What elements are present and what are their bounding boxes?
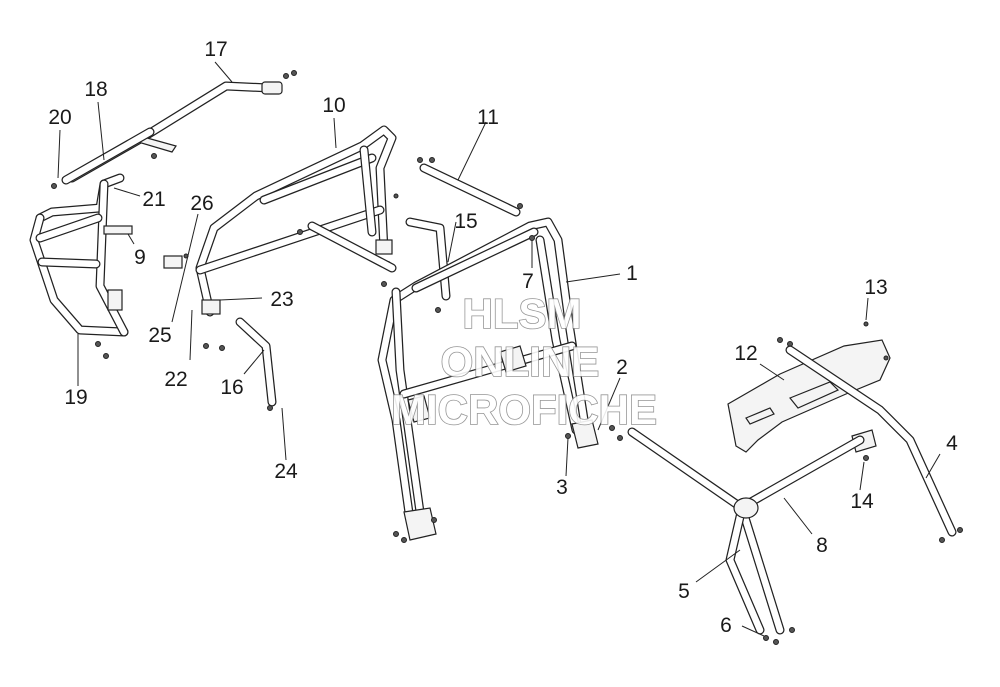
part-16-brace <box>235 317 277 411</box>
watermark: HLSM ONLINE MICROFICHE <box>390 289 658 434</box>
callout-9: 9 <box>134 246 146 269</box>
callout-25: 25 <box>148 324 171 347</box>
part-12-dash-panel <box>727 337 891 453</box>
callout-18: 18 <box>84 78 107 101</box>
part-7-fastener <box>529 235 535 241</box>
part-19-rear-frame <box>29 173 133 359</box>
callout-3: 3 <box>556 476 568 499</box>
callout-21: 21 <box>142 188 165 211</box>
callout-26: 26 <box>190 192 213 215</box>
callout-22: 22 <box>164 368 187 391</box>
part-1-front-hoop <box>377 217 623 543</box>
callout-24: 24 <box>274 460 298 483</box>
callout-23: 23 <box>270 288 293 311</box>
callout-11: 11 <box>477 106 499 129</box>
part-8-cross-tube <box>739 435 865 511</box>
watermark-line-2: ONLINE <box>441 338 600 385</box>
diagonal-brace <box>297 221 397 287</box>
callout-17: 17 <box>204 38 227 61</box>
part-4-front-leg <box>785 345 963 543</box>
callout-15: 15 <box>454 210 477 233</box>
part-10-upper-hoop <box>195 125 399 351</box>
watermark-line-3: MICROFICHE <box>391 386 657 433</box>
part-13-fastener <box>863 321 869 327</box>
callout-4: 4 <box>946 432 958 455</box>
part-18-crossbar <box>51 127 155 189</box>
callout-20: 20 <box>48 106 71 129</box>
callout-6: 6 <box>720 614 732 637</box>
callout-16: 16 <box>220 376 243 399</box>
part-25-26-plate <box>163 253 189 269</box>
callout-1: 1 <box>626 262 638 285</box>
callout-2: 2 <box>616 356 628 379</box>
callout-13: 13 <box>864 276 887 299</box>
part-11-side-bar <box>417 157 523 217</box>
leader-lines <box>57 61 941 637</box>
part-15-brace <box>405 217 451 313</box>
callout-10: 10 <box>322 94 345 117</box>
callout-8: 8 <box>816 534 828 557</box>
callout-7: 7 <box>522 270 534 293</box>
part-5-a-pillar <box>627 427 795 645</box>
watermark-line-1: HLSM <box>463 290 582 337</box>
callout-19: 19 <box>64 386 87 409</box>
callout-labels: 17 18 20 10 11 21 26 9 15 7 1 23 25 22 1… <box>48 38 958 637</box>
callout-5: 5 <box>678 580 690 603</box>
callout-14: 14 <box>850 490 874 513</box>
callout-12: 12 <box>734 342 757 365</box>
